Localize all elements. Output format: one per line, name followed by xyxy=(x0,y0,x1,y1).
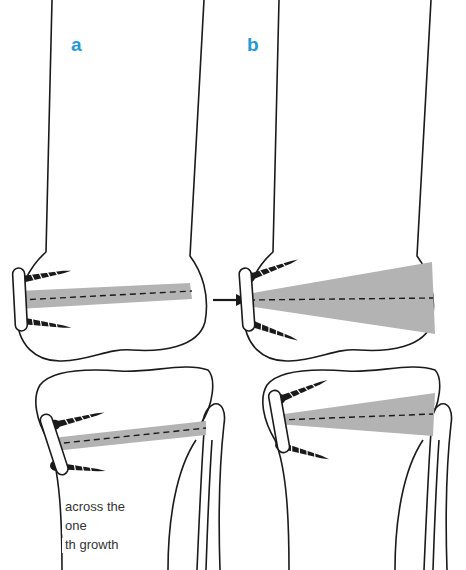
caption-fragment: one xyxy=(62,519,90,534)
guided-growth-plate xyxy=(12,268,27,332)
tibial-physis xyxy=(52,421,206,451)
panel-letter: b xyxy=(244,34,262,56)
femoral-physis xyxy=(18,283,192,309)
panel-a xyxy=(12,0,224,570)
caption-fragment: across the xyxy=(62,500,128,515)
panel-b xyxy=(239,0,452,570)
femoral-physis xyxy=(247,262,435,334)
panel-letter: a xyxy=(68,34,85,56)
caption-fragment: th growth xyxy=(62,538,121,553)
tibial-physis xyxy=(277,393,435,436)
guided-growth-plate xyxy=(39,413,70,477)
guided-growth-plate xyxy=(239,268,255,332)
guided-growth-plate xyxy=(268,389,291,453)
